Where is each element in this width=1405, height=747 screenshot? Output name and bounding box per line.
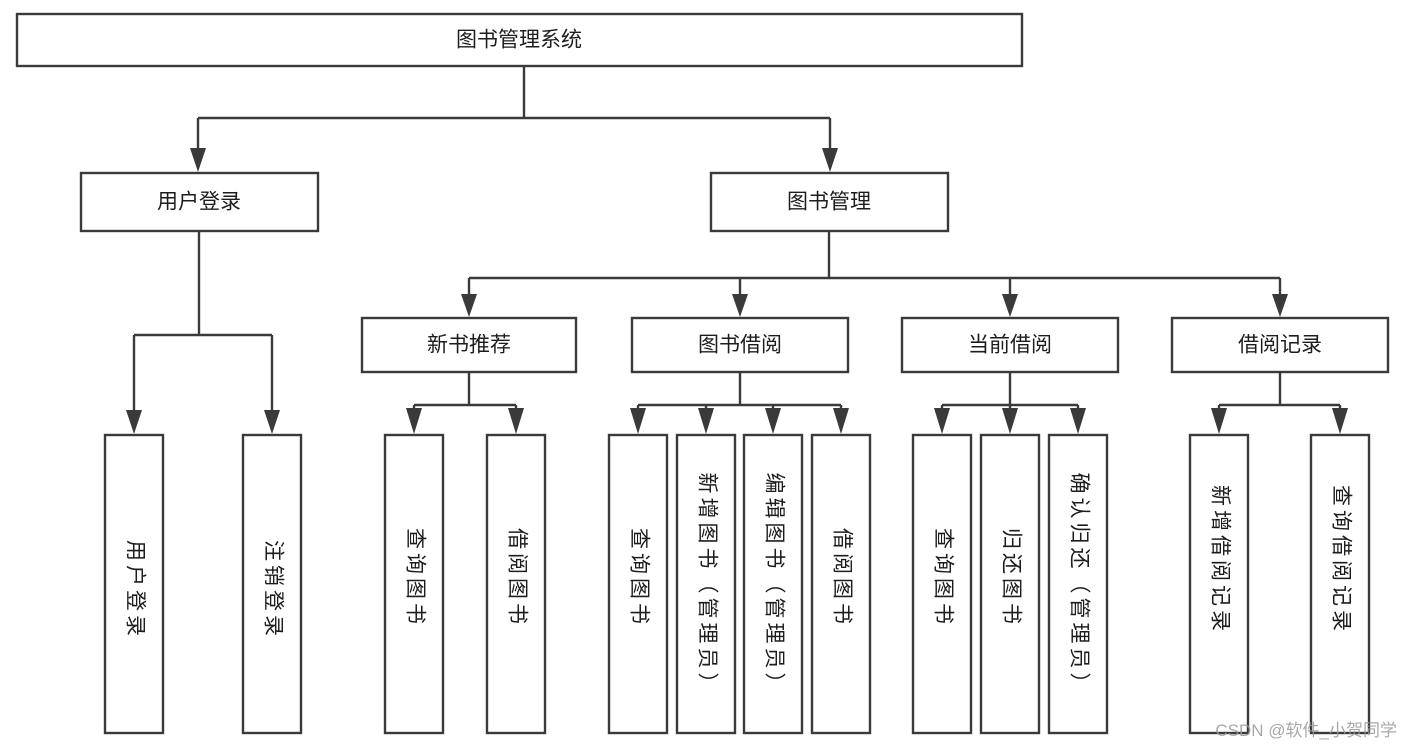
leaf-logout-label: 注销登录 (261, 540, 284, 640)
leaf-query-book-current-box[interactable] (911, 433, 973, 735)
node-root-label: 图书管理系统 (456, 29, 582, 52)
node-book-management[interactable]: 图书管理 (709, 171, 950, 233)
node-book-management-box[interactable] (709, 171, 950, 233)
node-user-login-box[interactable] (79, 171, 320, 233)
leaf-query-book-borrow[interactable]: 查询图书 (607, 433, 669, 735)
arrowhead-current-leaf-2 (1002, 408, 1018, 434)
arrowhead-current-leaf-3 (1070, 408, 1086, 434)
arrowhead-login-leaf-2 (264, 410, 280, 434)
leaf-query-book-borrow-box[interactable] (607, 433, 669, 735)
connector-layer (126, 66, 1348, 434)
leaf-user-login[interactable]: 用户登录 (103, 433, 165, 735)
node-new-book-recommend[interactable]: 新书推荐 (360, 316, 578, 374)
node-current-borrow[interactable]: 当前借阅 (900, 316, 1120, 374)
leaf-edit-book-admin-label: 编辑图书（管理员） (762, 473, 785, 698)
leaf-logout[interactable]: 注销登录 (241, 433, 303, 735)
node-new-book-recommend-box[interactable] (360, 316, 578, 374)
leaf-return-book[interactable]: 归还图书 (979, 433, 1041, 735)
node-book-borrow-label: 图书借阅 (698, 334, 782, 357)
leaf-confirm-return-admin[interactable]: 确认归还（管理员） (1047, 433, 1109, 735)
leaf-add-borrow-record[interactable]: 新增借阅记录 (1188, 433, 1250, 735)
node-book-borrow[interactable]: 图书借阅 (630, 316, 850, 374)
node-borrow-record-box[interactable] (1170, 316, 1390, 374)
node-user-login[interactable]: 用户登录 (79, 171, 320, 233)
leaf-query-book-recommend[interactable]: 查询图书 (383, 433, 445, 735)
leaf-add-book-admin-label: 新增图书（管理员） (695, 473, 718, 698)
arrowhead-record-leaf-1 (1211, 408, 1227, 434)
arrowhead-newbook-leaf-1 (406, 408, 422, 434)
node-root-box[interactable] (15, 12, 1024, 68)
leaf-borrow-book-label: 借阅图书 (830, 528, 853, 628)
arrowhead-current (1002, 294, 1018, 317)
leaf-query-borrow-record[interactable]: 查询借阅记录 (1309, 433, 1371, 735)
arrowhead-borrow-leaf-2 (698, 408, 714, 434)
arrowhead-current-leaf-1 (934, 408, 950, 434)
leaf-query-borrow-record-label: 查询借阅记录 (1329, 485, 1352, 635)
leaf-return-book-label: 归还图书 (999, 528, 1022, 628)
arrowhead-borrow-leaf-1 (630, 408, 646, 434)
arrowhead-newbook (461, 294, 477, 317)
leaf-confirm-return-admin-box[interactable] (1047, 433, 1109, 735)
node-current-borrow-label: 当前借阅 (968, 334, 1052, 357)
arrowhead-borrow-leaf-3 (765, 408, 781, 434)
leaf-add-book-admin[interactable]: 新增图书（管理员） (675, 433, 737, 735)
node-borrow-record-label: 借阅记录 (1238, 334, 1322, 357)
leaf-borrow-book-box[interactable] (810, 433, 872, 735)
leaf-return-book-box[interactable] (979, 433, 1041, 735)
arrowhead-borrow (732, 294, 748, 317)
leaf-edit-book-admin-box[interactable] (742, 433, 804, 735)
node-current-borrow-box[interactable] (900, 316, 1120, 374)
node-book-borrow-box[interactable] (630, 316, 850, 374)
leaf-edit-book-admin[interactable]: 编辑图书（管理员） (742, 433, 804, 735)
leaf-logout-box[interactable] (241, 433, 303, 735)
arrowhead-borrow-leaf-4 (833, 408, 849, 434)
leaf-query-book-recommend-box[interactable] (383, 433, 445, 735)
leaf-query-borrow-record-box[interactable] (1309, 433, 1371, 735)
leaf-query-book-recommend-label: 查询图书 (403, 528, 426, 628)
leaf-user-login-label: 用户登录 (123, 540, 146, 640)
node-user-login-label: 用户登录 (157, 191, 241, 214)
arrowhead-login-leaf-1 (126, 410, 142, 434)
leaf-confirm-return-admin-label: 确认归还（管理员） (1067, 473, 1090, 698)
leaf-query-book-borrow-label: 查询图书 (627, 528, 650, 628)
arrowhead-record (1272, 294, 1288, 317)
node-book-management-label: 图书管理 (787, 191, 871, 214)
node-borrow-record[interactable]: 借阅记录 (1170, 316, 1390, 374)
arrowhead-record-leaf-2 (1332, 408, 1348, 434)
leaf-query-book-current[interactable]: 查询图书 (911, 433, 973, 735)
leaf-user-login-box[interactable] (103, 433, 165, 735)
node-new-book-recommend-label: 新书推荐 (427, 334, 511, 357)
leaf-add-borrow-record-box[interactable] (1188, 433, 1250, 735)
arrowhead-to-bookmgmt (822, 148, 838, 172)
leaf-add-borrow-record-label: 新增借阅记录 (1208, 485, 1231, 635)
leaf-borrow-book-recommend[interactable]: 借阅图书 (485, 433, 547, 735)
leaf-query-book-current-label: 查询图书 (931, 528, 954, 628)
arrowhead-newbook-leaf-2 (508, 408, 524, 434)
leaf-borrow-book-recommend-box[interactable] (485, 433, 547, 735)
leaf-borrow-book-recommend-label: 借阅图书 (505, 528, 528, 628)
node-root-system[interactable]: 图书管理系统 (15, 12, 1024, 68)
leaf-borrow-book[interactable]: 借阅图书 (810, 433, 872, 735)
leaf-add-book-admin-box[interactable] (675, 433, 737, 735)
arrowhead-to-login (190, 148, 206, 172)
